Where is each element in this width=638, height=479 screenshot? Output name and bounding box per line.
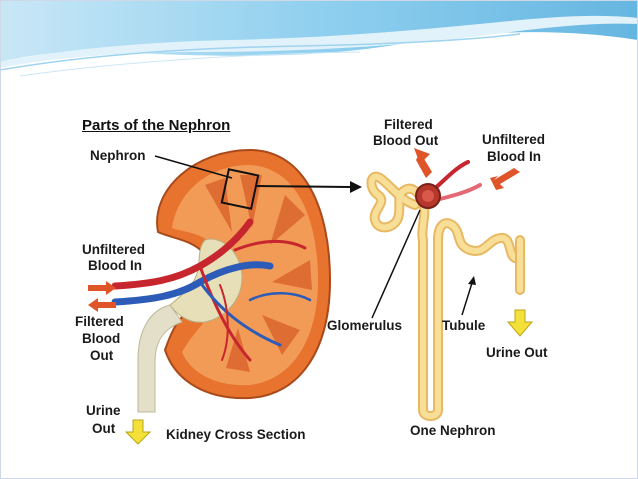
- urine-arrow-left: [124, 419, 152, 445]
- label-filtered-blood-out-top-line2: Blood Out: [373, 133, 439, 148]
- label-filtered-blood-out-left-line3: Out: [90, 348, 114, 363]
- kidney-cross-section-illustration: [111, 148, 332, 413]
- label-glomerulus: Glomerulus: [327, 318, 403, 333]
- urine-arrow-right: [506, 309, 534, 337]
- label-unfiltered-blood-in-left-line1: Unfiltered: [82, 242, 146, 257]
- label-unfiltered-blood-in-left-line2: Blood In: [88, 258, 142, 273]
- label-one-nephron: One Nephron: [410, 423, 496, 438]
- label-urine-out-left-line2: Out: [92, 421, 116, 436]
- label-urine-out-right: Urine Out: [486, 345, 548, 360]
- label-filtered-blood-out-left-line1: Filtered: [75, 314, 124, 329]
- header-wave-decoration: [0, 0, 638, 77]
- nephron-illustration: [366, 160, 525, 421]
- label-nephron: Nephron: [90, 148, 146, 163]
- label-filtered-blood-out-left-line2: Blood: [82, 331, 121, 346]
- label-filtered-blood-out-top-line1: Filtered: [384, 117, 433, 132]
- label-tubule: Tubule: [442, 318, 486, 333]
- label-kidney-cross-section: Kidney Cross Section: [166, 427, 306, 442]
- diagram-title: Parts of the Nephron: [82, 117, 231, 134]
- label-unfiltered-blood-in-right-line1: Unfiltered: [482, 132, 546, 147]
- label-unfiltered-blood-in-right-line2: Blood In: [487, 149, 541, 164]
- label-urine-out-left-line1: Urine: [86, 403, 121, 418]
